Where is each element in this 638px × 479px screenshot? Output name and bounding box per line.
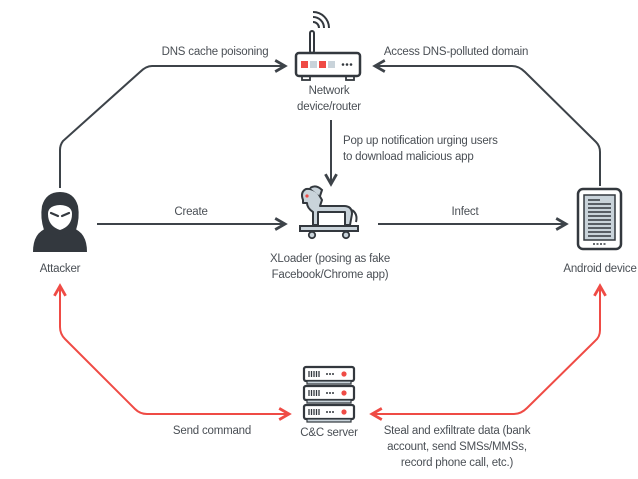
edge-label-exfiltrate-line1: Steal and exfiltrate data (bank bbox=[383, 425, 531, 437]
edge-label-exfiltrate-line2: account, send SMSs/MMSs, bbox=[387, 441, 527, 453]
server-rack-icon bbox=[302, 365, 356, 423]
node-label-xloader-line2: Facebook/Chrome app) bbox=[271, 269, 389, 281]
node-label-router-line2: device/router bbox=[297, 101, 361, 113]
edge-label-send-command: Send command bbox=[172, 425, 252, 437]
hooded-hacker-icon bbox=[33, 192, 87, 252]
edge-label-popup-line2: to download malicious app bbox=[343, 151, 474, 163]
wifi-router-icon bbox=[294, 11, 362, 81]
edge-label-exfiltrate-line3: record phone call, etc.) bbox=[400, 457, 514, 469]
edge-label-popup-line1: Pop up notification urging users bbox=[343, 135, 498, 147]
node-label-cnc: C&C server bbox=[300, 427, 358, 439]
edge-exfiltrate-data bbox=[372, 286, 600, 414]
node-label-router-line1: Network bbox=[308, 85, 350, 97]
trojan-horse-icon bbox=[299, 185, 359, 240]
edge-dns-cache-poisoning bbox=[59, 66, 285, 188]
node-label-attacker: Attacker bbox=[39, 263, 81, 275]
edge-label-access-dns-polluted-domain: Access DNS-polluted domain bbox=[383, 46, 529, 58]
edge-label-create: Create bbox=[174, 206, 208, 218]
edge-label-infect: Infect bbox=[451, 206, 479, 218]
tablet-device-icon bbox=[576, 187, 623, 251]
node-label-xloader-line1: XLoader (posing as fake bbox=[269, 253, 391, 265]
node-label-android: Android device bbox=[563, 263, 637, 275]
edge-send-command bbox=[60, 286, 289, 414]
edge-access-dns-polluted-domain bbox=[375, 66, 601, 186]
edge-label-dns-cache-poisoning: DNS cache poisoning bbox=[161, 46, 269, 58]
